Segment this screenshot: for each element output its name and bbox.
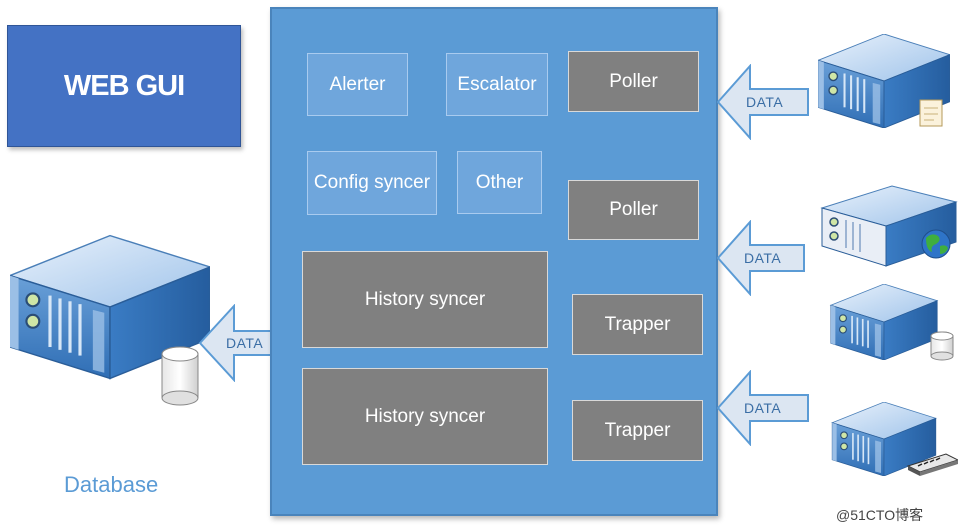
data-arrow-from-host-1 (716, 64, 809, 140)
history-syncer-label-2: History syncer (364, 405, 486, 427)
host-server-document-icon (818, 34, 950, 128)
trapper-label-2: Trapper (604, 419, 671, 441)
alerter-label: Alerter (329, 73, 386, 95)
other-box: Other (457, 151, 542, 214)
web-gui-label: WEB GUI (63, 69, 185, 102)
arrow-label-host-3: DATA (744, 400, 782, 416)
trapper-box-2: Trapper (572, 400, 703, 461)
host-server-globe-icon (820, 185, 958, 267)
alerter-box: Alerter (307, 53, 408, 116)
server-panel: Alerter Escalator Poller Config syncer O… (270, 7, 718, 516)
poller-label-2: Poller (609, 199, 658, 220)
poller-label-1: Poller (609, 70, 658, 92)
other-label: Other (475, 171, 524, 193)
arrow-label-host-1: DATA (746, 94, 784, 110)
database-cylinder-icon (930, 331, 954, 361)
database-cylinder-icon (161, 346, 199, 406)
config-syncer-label: Config syncer (313, 172, 431, 193)
arrow-label-host-2: DATA (744, 250, 782, 266)
poller-box-2: Poller (568, 180, 699, 240)
escalator-label: Escalator (457, 73, 537, 95)
trapper-label-1: Trapper (604, 313, 671, 335)
escalator-box: Escalator (446, 53, 548, 116)
trapper-box-1: Trapper (572, 294, 703, 355)
host-server-database-icon (829, 284, 954, 361)
globe-icon (921, 229, 951, 259)
data-arrow-from-host-3 (716, 370, 809, 446)
host-server-device-icon (831, 402, 958, 476)
device-card-icon (906, 453, 958, 476)
arrow-label-database: DATA (226, 335, 264, 351)
database-caption: Database (64, 472, 159, 497)
data-arrow-from-host-2 (716, 220, 805, 296)
history-syncer-box-1: History syncer (302, 251, 548, 348)
web-gui-box: WEB GUI (7, 25, 241, 147)
history-syncer-box-2: History syncer (302, 368, 548, 465)
database-server-icon (10, 233, 210, 406)
document-icon (919, 99, 943, 127)
history-syncer-label-1: History syncer (364, 288, 486, 310)
config-syncer-box: Config syncer (307, 151, 437, 215)
poller-box-1: Poller (568, 51, 699, 112)
watermark: @51CTO博客 (836, 507, 924, 523)
